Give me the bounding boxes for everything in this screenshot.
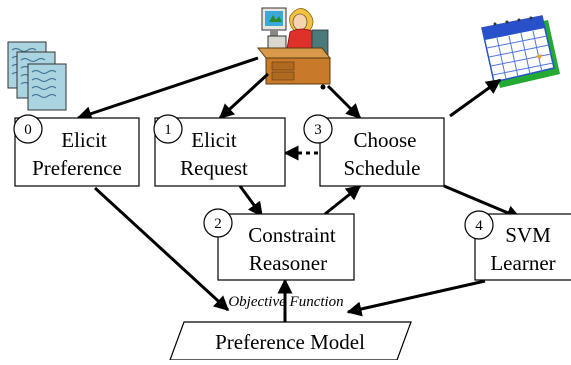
- edge-svm-learner-to-preference-model: [346, 279, 486, 317]
- node-number: 1: [164, 122, 172, 138]
- node-svm-learner: 4 SVM Learner: [464, 210, 571, 281]
- node-number: 2: [214, 216, 222, 232]
- edge-user-to-choose-schedule: [326, 84, 362, 120]
- node-label-line2: Request: [180, 156, 248, 180]
- edge-user-to-elicit-preference: [76, 56, 259, 121]
- edges: [76, 56, 522, 322]
- node-label-line2: Reasoner: [249, 251, 327, 275]
- node-label-line2: Preference: [32, 156, 122, 180]
- node-label-line1: Constraint: [248, 223, 336, 247]
- edge-user-to-elicit-request: [218, 72, 270, 120]
- node-label-line1: SVM: [505, 223, 551, 247]
- node-number: 0: [24, 122, 32, 138]
- edge-choose-schedule-to-svm-learner: [443, 184, 522, 220]
- node-number: 4: [475, 218, 483, 234]
- edge-choose-schedule-to-calendar: [449, 78, 502, 118]
- node-number: 3: [314, 122, 322, 138]
- edge-elicit-preference-to-preference-model: [93, 186, 230, 312]
- user-at-desk-icon: [256, 7, 332, 90]
- node-elicit-preference: 0 Elicit Preference: [13, 114, 140, 187]
- node-label-line2: Schedule: [344, 156, 421, 180]
- edge-label-objective-function: Objective Function: [228, 294, 343, 310]
- calendar-icon: [481, 15, 560, 88]
- node-elicit-request: 1 Elicit Request: [153, 114, 286, 187]
- node-label-line1: Elicit: [191, 128, 237, 152]
- node-label-line1: Elicit: [61, 128, 107, 152]
- edge-constraint-reasoner-to-choose-schedule: [324, 184, 362, 216]
- node-preference-model: Preference Model: [169, 321, 412, 361]
- node-choose-schedule: 3 Choose Schedule: [303, 114, 445, 187]
- documents-icon: [7, 41, 67, 111]
- node-label-line1: Choose: [354, 128, 417, 152]
- node-constraint-reasoner: 2 Constraint Reasoner: [203, 208, 355, 281]
- edge-elicit-request-to-constraint-reasoner: [238, 185, 264, 218]
- node-label: Preference Model: [215, 330, 365, 354]
- node-label-line2: Learner: [490, 251, 555, 275]
